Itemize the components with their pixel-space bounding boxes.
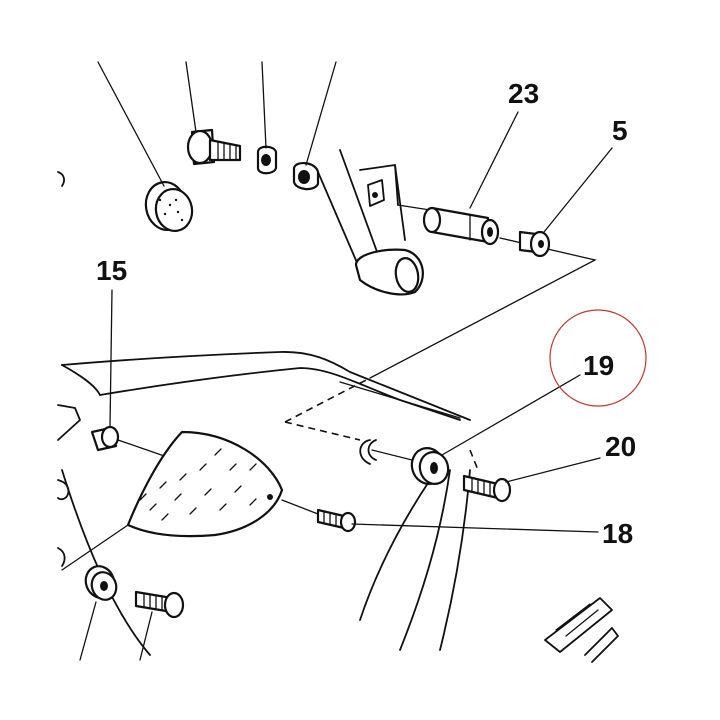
part-19-collar xyxy=(410,374,581,485)
bottom-washer xyxy=(79,565,118,661)
highlight-circle xyxy=(549,309,647,407)
part-18-screw xyxy=(281,499,599,533)
mounting-bracket xyxy=(317,149,424,296)
logo-fragment xyxy=(544,597,619,663)
spring-clip xyxy=(359,439,377,465)
callout-5: 5 xyxy=(612,115,628,146)
top-washer-b xyxy=(292,61,337,191)
callout-23: 23 xyxy=(508,78,539,109)
part-20-screw xyxy=(462,457,601,503)
callout-18: 18 xyxy=(602,518,633,549)
bottom-bolt xyxy=(134,590,185,661)
part-15-stud xyxy=(90,289,171,459)
rubber-grommet xyxy=(97,61,194,233)
top-washer-a xyxy=(256,61,278,175)
part-23-sleeve xyxy=(422,111,519,246)
top-bolt xyxy=(185,61,242,166)
callout-15: 15 xyxy=(96,255,127,286)
callout-19: 19 xyxy=(583,350,614,381)
part-5-bushing xyxy=(518,147,613,258)
turn-signal-lens xyxy=(61,430,284,571)
callout-20: 20 xyxy=(605,431,636,462)
